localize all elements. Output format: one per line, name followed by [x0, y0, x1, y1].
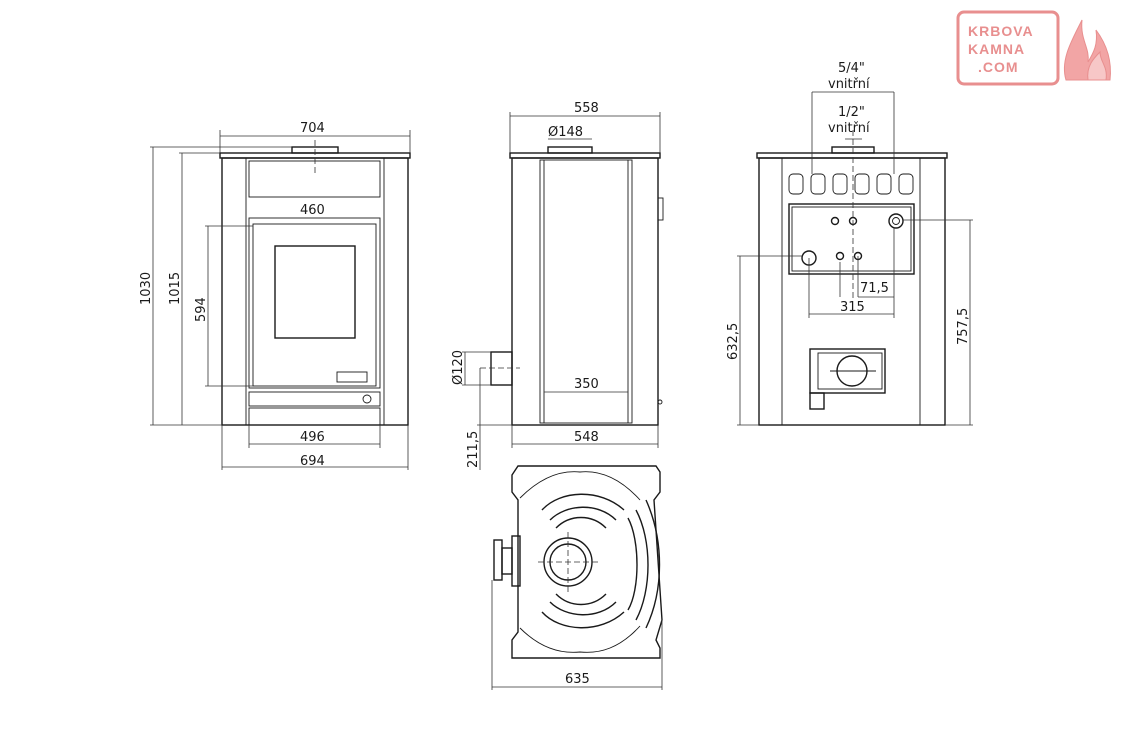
dim-558: 558 — [509, 101, 661, 153]
dim-148: Ø148 — [548, 125, 592, 140]
rear-view: 5/4" vnitřní 1/2" vnitřní 71,5 315 632,5 — [726, 61, 973, 426]
logo-line1: KRBOVA — [968, 23, 1034, 39]
rear-dim-spacing: 71,5 — [860, 281, 889, 296]
front-dim-height-door: 594 — [194, 297, 209, 322]
brand-logo[interactable]: KRBOVA KAMNA .COM — [956, 10, 1111, 86]
top-arcs — [541, 493, 661, 629]
side-dim-top: 558 — [574, 101, 599, 116]
side-dim-outlet-height: 211,5 — [466, 431, 481, 468]
logo-line2: KAMNA — [968, 41, 1025, 57]
dim-5-4: 5/4" vnitřní — [812, 61, 894, 93]
dim-120: Ø120 — [451, 350, 491, 386]
rear-dim-left-height: 632,5 — [726, 323, 741, 360]
front-dim-height-total: 1030 — [139, 272, 154, 305]
rear-pipe-small: 1/2" — [838, 105, 865, 120]
dim-350: 350 — [544, 377, 628, 393]
rear-pipe-small-note: vnitřní — [828, 121, 870, 136]
dim-635: 635 — [491, 580, 663, 690]
top-dim-width: 635 — [565, 672, 590, 687]
rear-pipe-large: 5/4" — [838, 61, 865, 76]
connection-ports — [801, 213, 904, 266]
dim-704: 704 — [219, 121, 411, 153]
dim-460: 460 — [249, 203, 380, 219]
front-dim-bottom-outer: 694 — [300, 454, 325, 469]
front-view: 704 460 496 694 1030 1015 — [139, 121, 411, 470]
front-dim-top: 704 — [300, 121, 325, 136]
side-dim-outlet: Ø120 — [451, 350, 466, 385]
rear-pipe-large-note: vnitřní — [828, 77, 870, 92]
logo-line3: .COM — [978, 59, 1019, 75]
vent-slots — [788, 173, 914, 195]
dim-496: 496 — [248, 425, 381, 448]
dim-632-5: 632,5 — [726, 255, 802, 426]
dim-211-5: 211,5 — [466, 368, 512, 470]
side-dim-flue: Ø148 — [548, 125, 583, 140]
rear-dim-right-height: 757,5 — [956, 308, 971, 345]
front-dim-glass: 460 — [300, 203, 325, 218]
side-view: 558 Ø148 350 548 Ø120 211,5 — [451, 101, 664, 470]
dim-315: 315 — [808, 228, 895, 318]
dim-1015: 1015 — [168, 152, 220, 425]
dim-548: 548 — [511, 425, 659, 448]
top-view: 635 — [491, 465, 663, 690]
flame-icon — [1063, 19, 1111, 81]
front-dim-bottom-inner: 496 — [300, 430, 325, 445]
dim-594: 594 — [194, 225, 253, 387]
dim-694: 694 — [221, 425, 409, 470]
rear-dim-width: 315 — [840, 300, 865, 315]
side-dim-bottom: 548 — [574, 430, 599, 445]
dim-1-2: 1/2" vnitřní — [828, 105, 870, 140]
side-dim-depth-inner: 350 — [574, 377, 599, 392]
front-dim-height-body: 1015 — [168, 272, 183, 305]
dim-1030: 1030 — [139, 146, 292, 426]
dim-757-5: 757,5 — [903, 219, 973, 426]
dim-71-5: 71,5 — [839, 256, 894, 298]
